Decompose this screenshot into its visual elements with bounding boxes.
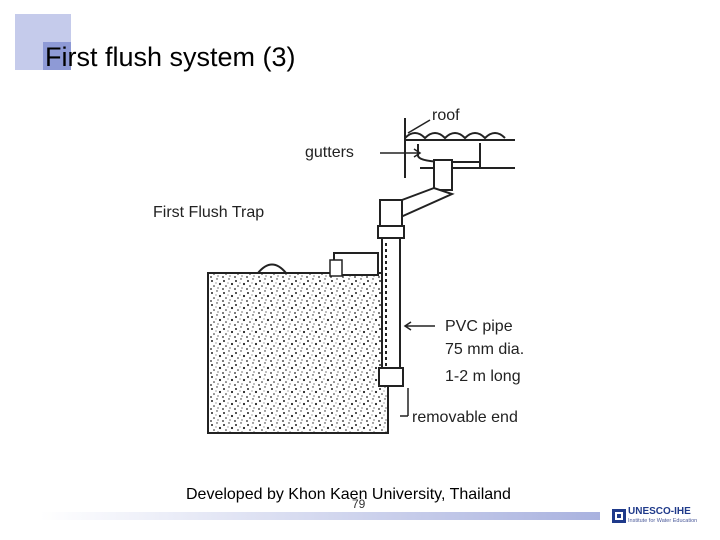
footer-bar	[40, 512, 600, 520]
first-flush-diagram: roof gutters First Flush Trap PVC pipe 7…	[153, 107, 524, 434]
storage-tank	[207, 252, 389, 434]
pvc-pipe	[378, 237, 404, 387]
slide-title: First flush system (3)	[45, 42, 296, 72]
label-removable-end: removable end	[412, 409, 518, 426]
label-length: 1-2 m long	[445, 368, 521, 385]
decor-square-small	[43, 42, 71, 70]
logo-emblem-icon	[612, 509, 626, 523]
footer-credit: Developed by Khon Kaen University, Thail…	[186, 486, 511, 503]
downpipe	[377, 159, 455, 239]
label-roof: roof	[432, 107, 460, 124]
label-diameter: 75 mm dia.	[445, 341, 524, 358]
logo-name: UNESCO-IHE	[628, 506, 691, 517]
label-pvc-pipe: PVC pipe	[445, 318, 513, 335]
label-gutters: gutters	[305, 144, 354, 161]
page-number: 79	[352, 497, 366, 511]
label-leaders	[380, 119, 435, 417]
roof-shape	[404, 118, 515, 178]
unesco-ihe-logo: UNESCO-IHE Institute for Water Education	[612, 505, 712, 529]
label-first-flush-trap: First Flush Trap	[153, 204, 264, 221]
logo-subtitle: Institute for Water Education	[628, 518, 698, 524]
